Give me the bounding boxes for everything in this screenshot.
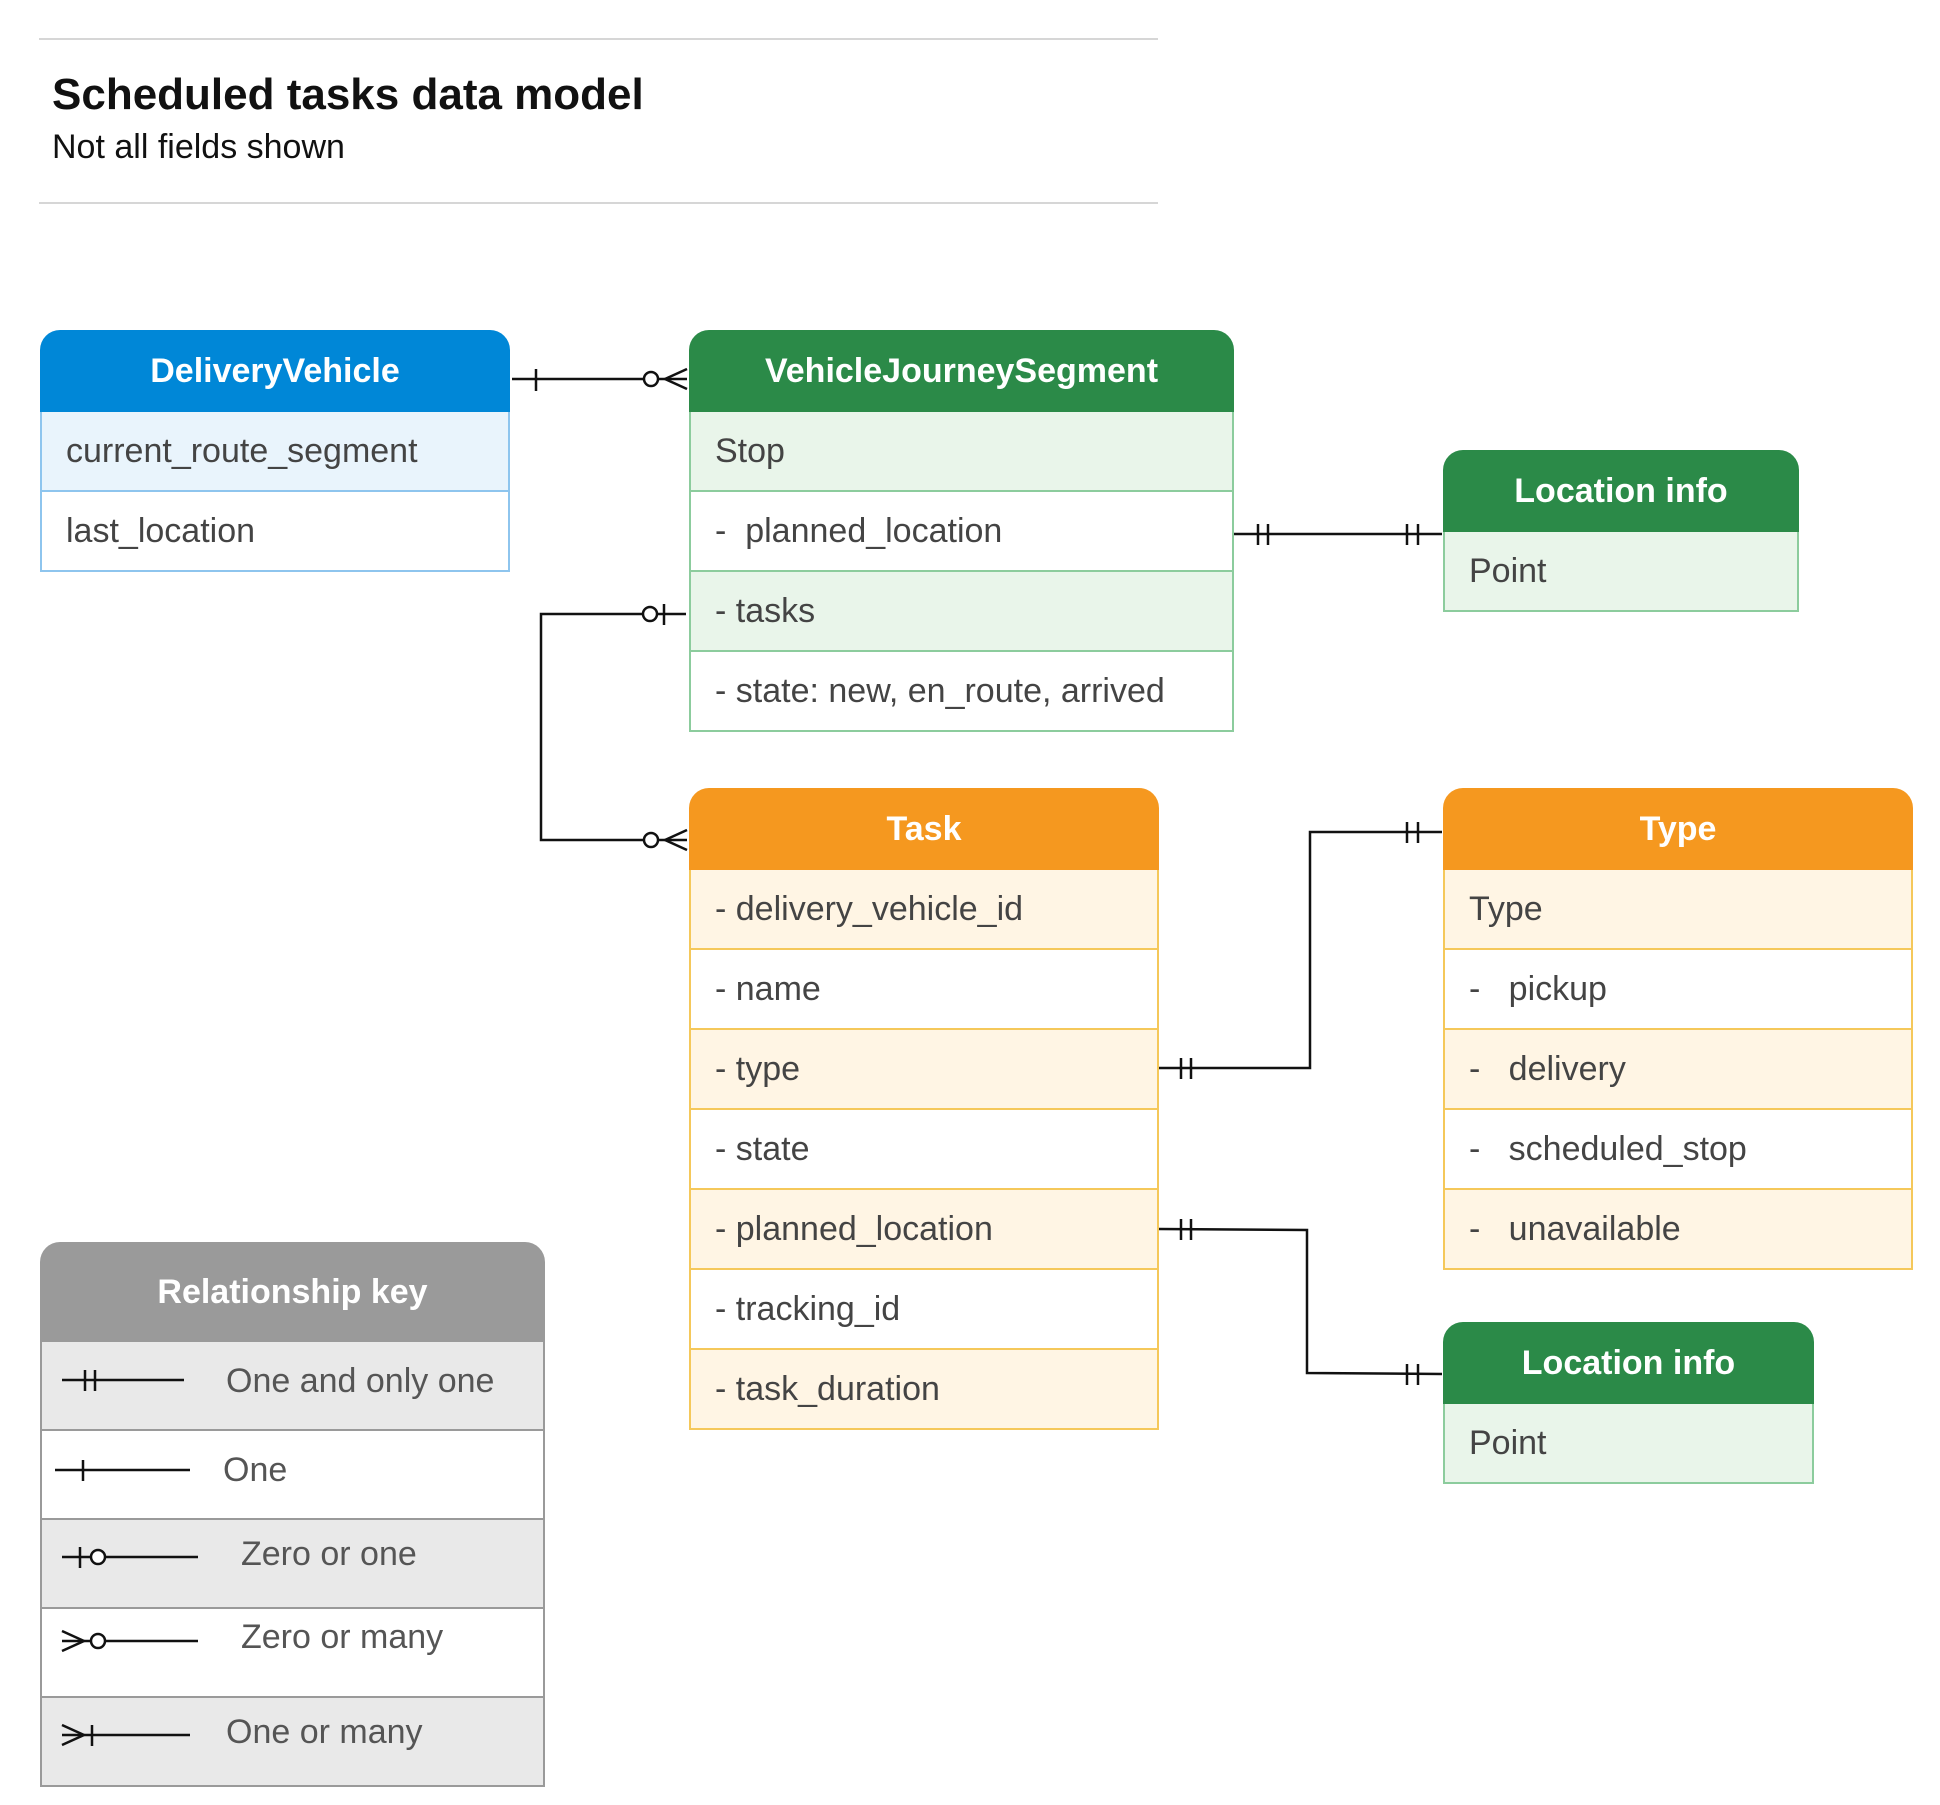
entity-header: Location info xyxy=(1443,450,1799,532)
entity-location-info-2: Location info Point xyxy=(1443,1322,1814,1484)
key-row xyxy=(40,1431,545,1520)
key-label-zero-or-many: Zero or many xyxy=(241,1618,444,1656)
field-row: - planned_location xyxy=(689,1190,1159,1270)
field-row: Point xyxy=(1443,532,1799,612)
field-row: current_route_segment xyxy=(40,412,510,492)
field-row: - state: new, en_route, arrived xyxy=(689,652,1234,732)
entity-header: DeliveryVehicle xyxy=(40,330,510,412)
relationship-key: Relationship key xyxy=(40,1242,545,1787)
field-row: - planned_location xyxy=(689,492,1234,572)
entity-type: Type Type - pickup - delivery - schedule… xyxy=(1443,788,1913,1270)
key-row xyxy=(40,1342,545,1431)
field-row: - tracking_id xyxy=(689,1270,1159,1350)
entity-header: Location info xyxy=(1443,1322,1814,1404)
connector-segment-to-location xyxy=(1234,524,1442,545)
entity-header: VehicleJourneySegment xyxy=(689,330,1234,412)
key-symbol-one-or-many xyxy=(61,1723,190,1747)
entity-vehicle-journey-segment: VehicleJourneySegment Stop - planned_loc… xyxy=(689,330,1234,732)
connector-task-to-type xyxy=(1159,822,1442,1079)
field-row: - pickup xyxy=(1443,950,1913,1030)
field-row: - delivery_vehicle_id xyxy=(689,870,1159,950)
top-divider xyxy=(39,38,1158,40)
page-title: Scheduled tasks data model xyxy=(52,70,644,119)
field-row: last_location xyxy=(40,492,510,572)
connector-vehicle-to-segment xyxy=(512,367,688,391)
entity-delivery-vehicle: DeliveryVehicle current_route_segment la… xyxy=(40,330,510,572)
field-row: Type xyxy=(1443,870,1913,950)
key-row xyxy=(40,1609,545,1698)
field-row: - name xyxy=(689,950,1159,1030)
page-subtitle: Not all fields shown xyxy=(52,128,345,166)
key-symbol-one-and-only-one xyxy=(62,1370,184,1391)
key-row xyxy=(40,1520,545,1609)
field-row: Stop xyxy=(689,412,1234,492)
bottom-divider xyxy=(39,202,1158,204)
field-row: - delivery xyxy=(1443,1030,1913,1110)
field-row: - scheduled_stop xyxy=(1443,1110,1913,1190)
connector-task-to-location xyxy=(1158,1219,1443,1385)
key-symbol-zero-or-many xyxy=(61,1629,198,1653)
key-row xyxy=(40,1698,545,1787)
entity-header: Task xyxy=(689,788,1159,870)
key-symbol-zero-or-one xyxy=(62,1547,198,1568)
field-row: Point xyxy=(1443,1404,1814,1484)
field-row: - type xyxy=(689,1030,1159,1110)
key-label-zero-or-one: Zero or one xyxy=(241,1535,417,1573)
key-label-one: One xyxy=(223,1451,288,1489)
field-row: - unavailable xyxy=(1443,1190,1913,1270)
key-symbol-one xyxy=(55,1460,190,1481)
relationship-key-title: Relationship key xyxy=(40,1242,545,1342)
entity-task: Task - delivery_vehicle_id - name - type… xyxy=(689,788,1159,1430)
field-row: - tasks xyxy=(689,572,1234,652)
entity-header: Type xyxy=(1443,788,1913,870)
key-label-one-or-many: One or many xyxy=(226,1713,423,1751)
key-label-one-and-only-one: One and only one xyxy=(226,1362,495,1400)
connector-tasks-to-task xyxy=(539,604,688,852)
entity-location-info-1: Location info Point xyxy=(1443,450,1799,612)
field-row: - state xyxy=(689,1110,1159,1190)
field-row: - task_duration xyxy=(689,1350,1159,1430)
